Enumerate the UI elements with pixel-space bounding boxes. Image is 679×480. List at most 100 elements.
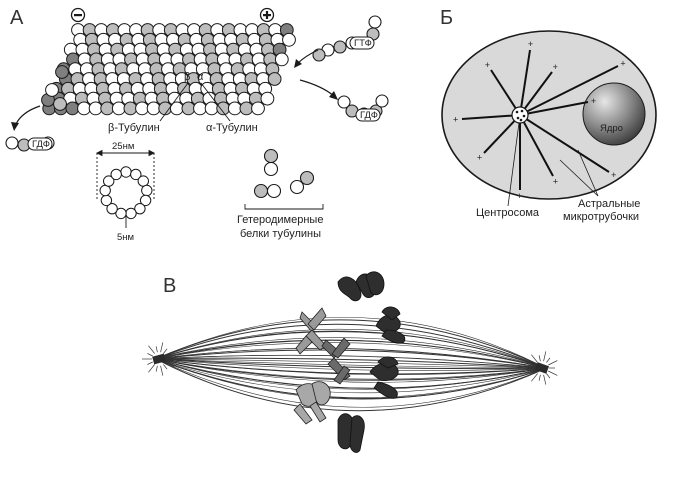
spindle-fiber (159, 347, 543, 368)
chromosome-bottom (337, 413, 365, 453)
panel-b-label: Б (440, 7, 453, 29)
tubulin-subunit (274, 52, 289, 67)
ring-subunit (106, 203, 118, 215)
centrosome-label: Центросома (476, 207, 540, 219)
chromosome-top (337, 271, 385, 302)
plus-end-label: + (611, 170, 616, 180)
spindle-fiber (159, 355, 543, 368)
alpha-symbol: α (197, 71, 204, 83)
gdp-left-arrow-head (11, 122, 19, 131)
tubulin-subunit (216, 101, 231, 116)
spindle-fiber (159, 358, 543, 370)
spindle-fiber (159, 316, 543, 367)
spindle-fiber (159, 359, 543, 380)
gtp-badge: ГТФ (349, 36, 375, 50)
ring-subunit (141, 184, 153, 197)
cross-section-dimension (95, 149, 156, 200)
gtp-label: ГТФ (354, 38, 372, 49)
tubulin-subunit (45, 83, 59, 97)
gdp-left-badge: ГДФ (27, 137, 53, 151)
gdp-left-label: ГДФ (32, 139, 50, 150)
tubulin-subunit (135, 101, 149, 116)
tubulin-subunit (53, 97, 67, 111)
heterodimer-proteins (253, 148, 315, 199)
cross-section-ring (99, 166, 153, 220)
spindle-fiber (159, 360, 543, 398)
spindle-fiber (159, 319, 543, 367)
astral-label-line2: микротрубочки (563, 211, 639, 223)
spindle-fiber (159, 330, 543, 368)
chromosome-lower-left (293, 381, 331, 425)
astral-microtubule (519, 49, 531, 116)
tubulin-subunit (111, 101, 126, 116)
astral-microtubule (483, 114, 521, 154)
spindle-fiber (159, 360, 543, 394)
heterodimer-bracket (244, 204, 324, 210)
tubulin-subunit (123, 101, 138, 116)
spindle-fiber (159, 358, 543, 369)
ring-subunit (130, 168, 142, 181)
diameter-label: 25нм (112, 141, 134, 152)
microtubule-lattice (41, 23, 296, 116)
ring-subunit (99, 184, 111, 197)
spindle-fiber (159, 339, 543, 368)
gdp-right-arrow-head (329, 91, 338, 100)
beta-tubulin-label: β-Тубулин (108, 122, 160, 134)
gtp-arrow-head (294, 59, 302, 68)
plus-end-label: + (517, 191, 522, 201)
gdp-left-arrow (15, 105, 41, 125)
gdp-right-arrow (299, 79, 335, 97)
plus-end-label: + (553, 176, 558, 186)
tubulin-subunit (204, 101, 219, 116)
spindle-fiber (159, 349, 543, 368)
tubulin-subunit (55, 65, 69, 79)
spindle-fiber (159, 359, 543, 389)
chromosome-right (369, 356, 399, 399)
ring-subunit (125, 207, 137, 220)
astral-microtubule (490, 69, 521, 116)
gdp-right-label: ГДФ (360, 110, 378, 121)
spindle-fiber (159, 342, 543, 368)
tubulin-subunit (260, 91, 275, 106)
astral-microtubule (519, 65, 619, 116)
tubulin-subunit (282, 32, 296, 47)
ring-subunit (115, 207, 127, 220)
astral-microtubule (519, 101, 589, 116)
tubulin-subunit (146, 101, 161, 116)
tubulin-subunit (181, 101, 196, 116)
plus-end-label: + (477, 152, 482, 162)
plus-end-label: + (528, 39, 533, 49)
subunit-leader-lines (159, 82, 231, 122)
nucleus-label: Ядро (600, 123, 623, 134)
spindle-fiber (159, 360, 543, 399)
astral-microtubule (519, 114, 610, 173)
tubulin-subunit (227, 101, 242, 116)
tubulin-subunit (267, 72, 282, 86)
tubulin-subunit (88, 101, 103, 116)
heterodimer-label-line2: белки тубулины (240, 228, 321, 240)
tubulin-subunit (239, 101, 254, 116)
chromosome-upper-left (295, 307, 327, 355)
astral-microtubules: ++++++++++ (453, 39, 626, 201)
mitotic-spindle (159, 316, 543, 412)
chromosome-middle (321, 337, 351, 385)
heterodimer-label-line1: Гетеродимерные (237, 214, 323, 226)
alpha-tubulin-label: α-Тубулин (206, 122, 258, 134)
spindle-fiber (159, 359, 543, 371)
plus-end-marker (259, 7, 275, 23)
tubulin-subunit (77, 101, 91, 116)
ring-subunit (110, 168, 122, 181)
ring-subunit (120, 166, 132, 178)
plus-end-label: + (620, 58, 625, 68)
spindle-fiber (159, 359, 543, 383)
ring-subunit (100, 194, 113, 207)
plus-end-label: + (485, 60, 490, 70)
tubulin-subunit (193, 101, 207, 116)
centrosome (511, 106, 529, 124)
panel-b-leader-lines (507, 122, 599, 207)
tubulin-subunit (100, 101, 115, 116)
plus-end-label: + (453, 114, 458, 124)
ring-subunit (134, 203, 146, 215)
tubulin-subunit (251, 101, 265, 116)
